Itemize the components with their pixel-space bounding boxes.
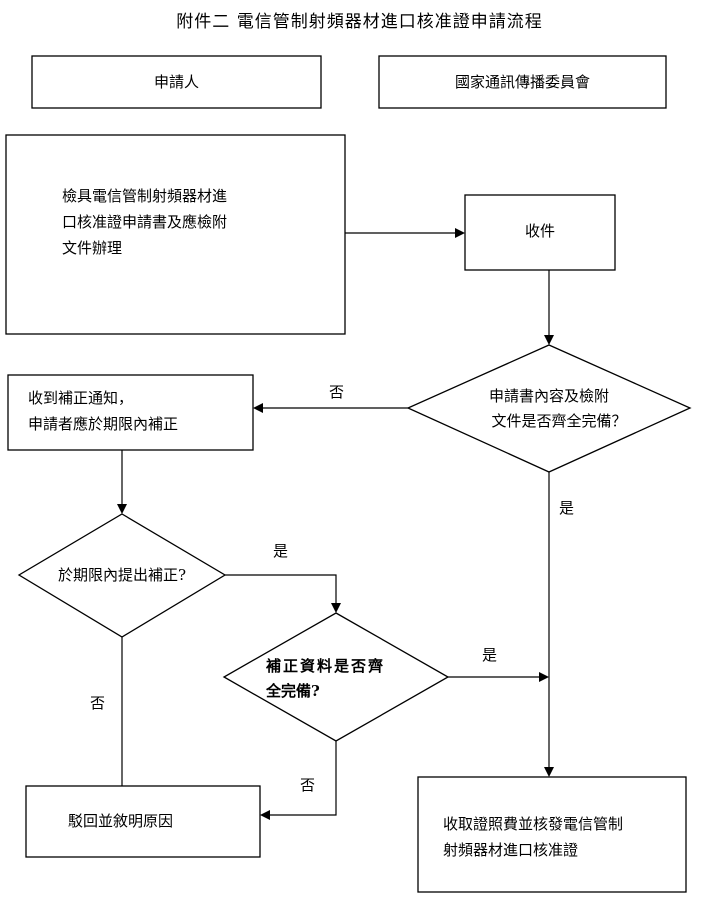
submit-label-line-3: 文件辦理 <box>62 239 123 257</box>
arrow-check-no-to-notice <box>253 403 408 413</box>
approve-label-line-1: 收取證照費並核發電信管制 <box>443 815 624 833</box>
in-time-label: 於期限內提出補正? <box>57 566 187 584</box>
ncc-header-label: 國家通訊傳播委員會 <box>454 73 590 91</box>
receive-label: 收件 <box>524 222 555 240</box>
edge-label-supp-no: 否 <box>300 776 316 794</box>
arrow-in-time-yes-to-supplement <box>225 574 341 613</box>
supplement-label-line-1: 補正資料是否齊 <box>266 657 386 675</box>
edge-label-in-time-no: 否 <box>90 694 106 712</box>
applicant-column-header <box>31 55 322 109</box>
approve-box <box>417 776 687 893</box>
check-complete-label-line-1: 申請書內容及檢附 <box>488 387 609 405</box>
notice-label-line-1: 收到補正通知， <box>28 389 134 407</box>
arrow-notice-to-in-time <box>117 450 127 514</box>
submit-label-line-1: 檢具電信管制射頻器材進 <box>62 187 228 205</box>
page-title: 附件二 電信管制射頻器材進口核准證申請流程 <box>176 12 543 32</box>
notice-label-line-2: 申請者應於期限內補正 <box>28 415 179 433</box>
approve-label-line-2: 射頻器材進口核准證 <box>443 841 579 859</box>
reject-label: 駁回並敘明原因 <box>68 812 174 830</box>
supplement-label-line-2: 全完備? <box>266 682 320 700</box>
submit-label-line-2: 口核准證申請書及應檢附 <box>62 213 228 231</box>
edge-label-supp-yes: 是 <box>482 646 498 664</box>
edge-label-in-time-yes: 是 <box>273 542 289 560</box>
edge-label-check-no: 否 <box>329 383 345 401</box>
edge-label-check-yes: 是 <box>559 499 575 517</box>
arrow-receive-to-check <box>544 270 554 345</box>
arrow-check-yes-to-approve <box>544 472 554 777</box>
ncc-column-header <box>378 55 667 109</box>
arrow-supplement-no-to-reject <box>260 741 337 820</box>
correction-notice-box <box>7 374 254 451</box>
reject-box <box>25 785 261 858</box>
submit-application-box <box>5 134 346 335</box>
check-complete-label-line-2: 文件是否齊全完備？ <box>491 412 627 430</box>
arrow-supplement-yes-to-approve <box>448 672 549 682</box>
arrow-submit-to-receive <box>345 228 465 238</box>
applicant-header-label: 申請人 <box>153 73 199 91</box>
receive-box <box>464 194 616 271</box>
